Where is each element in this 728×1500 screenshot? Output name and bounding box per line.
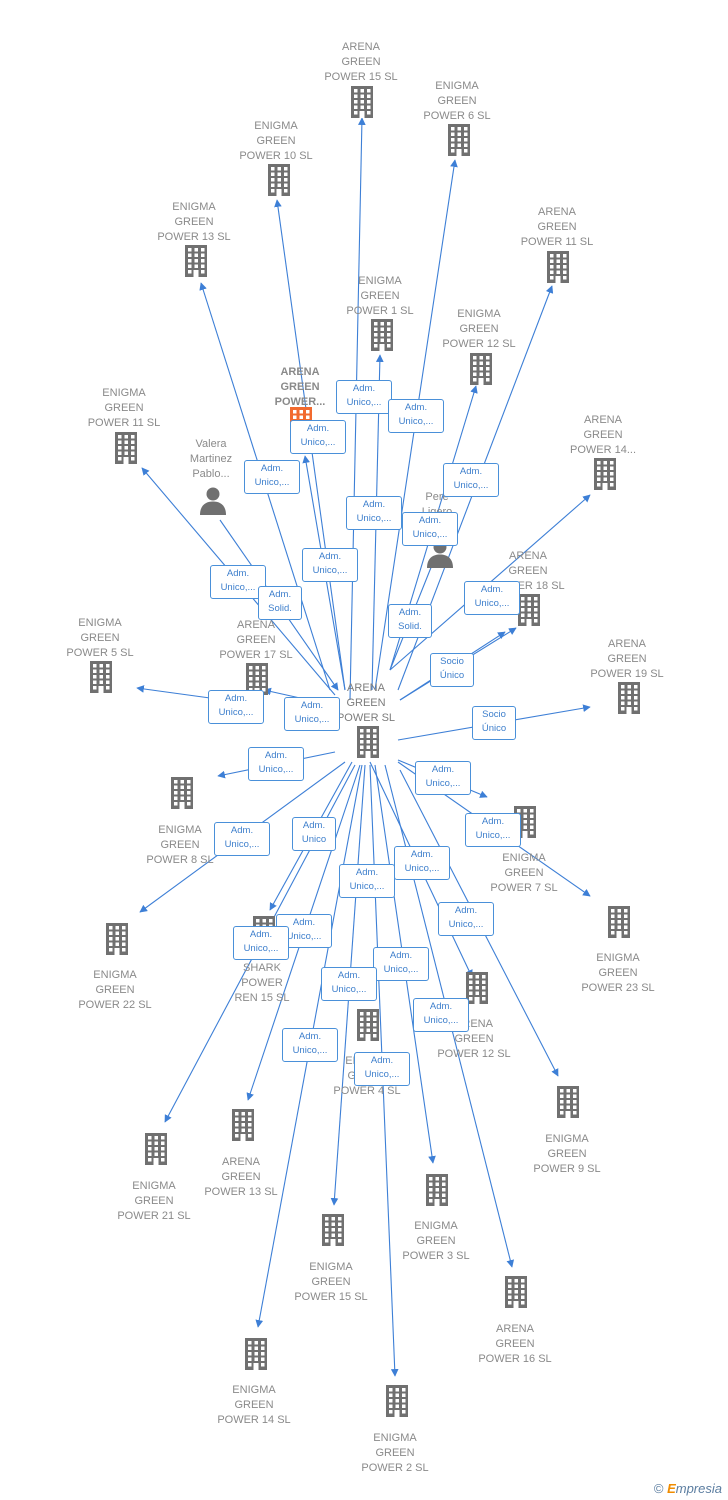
relation-badge[interactable]: Adm.Solid. <box>258 586 302 620</box>
relation-badge[interactable]: Adm.Unico,... <box>438 902 494 936</box>
relation-badge[interactable]: Adm.Unico,... <box>388 399 444 433</box>
building-icon[interactable] <box>503 1275 529 1314</box>
building-icon[interactable] <box>516 593 542 632</box>
building-icon[interactable] <box>355 1008 381 1047</box>
relation-badge[interactable]: Adm.Unico,... <box>464 581 520 615</box>
relation-badge[interactable]: Adm.Unico,... <box>321 967 377 1001</box>
building-icon[interactable] <box>468 352 494 391</box>
relation-badge[interactable]: Adm.Unico,... <box>282 1028 338 1062</box>
relation-badge[interactable]: Adm.Unico,... <box>346 496 402 530</box>
copyright-symbol: © <box>653 1481 664 1496</box>
brand-logo: Empresia <box>667 1481 722 1496</box>
relation-badge[interactable]: Adm.Unico,... <box>302 548 358 582</box>
building-icon[interactable] <box>88 660 114 699</box>
building-icon[interactable] <box>243 1337 269 1376</box>
relation-badge[interactable]: Adm.Unico,... <box>284 697 340 731</box>
relation-badge[interactable]: Adm.Unico,... <box>402 512 458 546</box>
relation-badge[interactable]: Adm.Unico,... <box>290 420 346 454</box>
building-icon[interactable] <box>355 725 381 764</box>
relation-badge[interactable]: Adm.Unico,... <box>233 926 289 960</box>
relation-badge[interactable]: Adm.Solid. <box>388 604 432 638</box>
building-icon[interactable] <box>169 776 195 815</box>
building-icon[interactable] <box>369 318 395 357</box>
relation-badge[interactable]: Adm.Unico,... <box>244 460 300 494</box>
building-icon[interactable] <box>555 1085 581 1124</box>
building-icon[interactable] <box>424 1173 450 1212</box>
relation-badge[interactable]: Adm.Unico,... <box>336 380 392 414</box>
relation-badge[interactable]: Adm.Unico,... <box>354 1052 410 1086</box>
relation-badge[interactable]: Adm.Unico,... <box>339 864 395 898</box>
building-icon[interactable] <box>230 1108 256 1147</box>
relation-badge[interactable]: Adm.Unico,... <box>413 998 469 1032</box>
building-icon[interactable] <box>606 905 632 944</box>
relation-edge <box>136 685 211 699</box>
building-icon[interactable] <box>113 431 139 470</box>
relation-badge[interactable]: Adm.Unico,... <box>208 690 264 724</box>
building-icon[interactable] <box>104 922 130 961</box>
relation-badge[interactable]: Adm.Unico,... <box>210 565 266 599</box>
building-icon[interactable] <box>384 1384 410 1423</box>
building-icon[interactable] <box>349 85 375 124</box>
building-icon[interactable] <box>545 250 571 289</box>
building-icon[interactable] <box>183 244 209 283</box>
relation-badge[interactable]: Adm.Unico,... <box>248 747 304 781</box>
relation-badge[interactable]: Adm.Unico,... <box>415 761 471 795</box>
building-icon[interactable] <box>143 1132 169 1171</box>
footer-brand: © Empresia <box>654 1481 722 1496</box>
relation-badge[interactable]: Adm.Unico,... <box>373 947 429 981</box>
relation-badge[interactable]: Adm.Unico,... <box>214 822 270 856</box>
building-icon[interactable] <box>320 1213 346 1252</box>
building-icon[interactable] <box>464 971 490 1010</box>
relation-edge <box>263 687 301 699</box>
building-icon[interactable] <box>266 163 292 202</box>
relation-badge[interactable]: Adm.Unico,... <box>465 813 521 847</box>
person-icon[interactable] <box>198 485 228 520</box>
building-icon[interactable] <box>592 457 618 496</box>
relation-badge[interactable]: Adm.Unico,... <box>443 463 499 497</box>
building-icon[interactable] <box>616 681 642 720</box>
relation-badge[interactable]: Adm.Unico,... <box>394 846 450 880</box>
building-icon[interactable] <box>446 123 472 162</box>
relation-badge[interactable]: Adm.Unico <box>292 817 336 851</box>
